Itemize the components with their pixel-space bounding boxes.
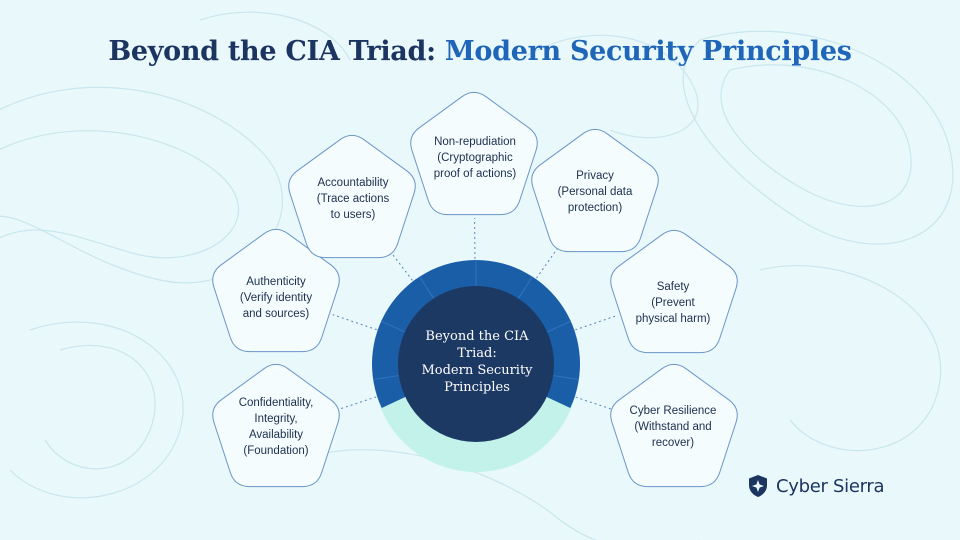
principle-line: (Personal data	[557, 186, 633, 198]
pentagon-safety	[610, 229, 738, 354]
connector-line-safety	[570, 315, 618, 332]
principle-line: Cyber Resilience	[629, 405, 717, 417]
center-label: Beyond the CIA Triad: Modern Security Pr…	[402, 328, 552, 396]
principle-label-cyber-resilience: Cyber Resilience (Withstand and recover)	[611, 403, 735, 451]
logo-text: Cyber Sierra	[776, 475, 885, 497]
principle-line: (Cryptographic	[437, 152, 513, 164]
principle-line: (Prevent	[651, 297, 695, 309]
title-main: Beyond the CIA Triad:	[108, 36, 445, 67]
connector-line-accountability	[387, 248, 416, 285]
principle-line: physical harm)	[635, 313, 711, 325]
center-line: Principles	[444, 380, 510, 395]
ring-divider	[373, 375, 399, 380]
pentagon-non-repudiation	[410, 91, 538, 216]
principle-line: Privacy	[576, 170, 614, 182]
ring-divider	[380, 320, 406, 333]
ring-divider	[546, 320, 572, 333]
ring-divider	[517, 276, 533, 299]
principle-line: (Trace actions	[316, 193, 390, 205]
principle-line: Availability	[248, 429, 304, 441]
center-line: Beyond the CIA	[425, 329, 529, 344]
principle-line: protection)	[567, 202, 623, 214]
center-circle	[398, 286, 554, 442]
ring-divider	[553, 375, 579, 380]
principle-line: to users)	[330, 209, 376, 221]
pentagon-privacy	[531, 128, 659, 253]
principle-line: recover)	[651, 437, 695, 449]
page-title: Beyond the CIA Triad: Modern Security Pr…	[0, 36, 960, 67]
principle-line: Accountability	[317, 177, 389, 189]
connector-line-authenticity	[332, 314, 382, 332]
principle-line: (Withstand and	[634, 421, 712, 433]
principle-line: Safety	[656, 281, 690, 293]
connector-line-cyber-resilience	[570, 395, 618, 412]
principle-line: (Foundation)	[243, 445, 309, 457]
principle-line: Integrity,	[254, 413, 298, 425]
principle-line: proof of actions)	[433, 168, 517, 180]
principle-label-authenticity: Authenticity (Verify identity and source…	[214, 274, 338, 322]
principle-line: Non-repudiation	[434, 136, 516, 148]
connector-line-privacy	[533, 243, 561, 283]
pentagon-accountability	[288, 134, 416, 259]
center-line: Triad:	[457, 346, 497, 361]
principle-line: Confidentiality,	[238, 397, 314, 409]
principle-label-accountability: Accountability (Trace actions to users)	[291, 175, 415, 223]
principle-label-confidentiality: Confidentiality, Integrity, Availability…	[214, 395, 338, 459]
connector-line-confidentiality	[332, 394, 382, 412]
principle-line: Authenticity	[246, 276, 306, 288]
shield-icon	[749, 475, 767, 497]
pentagon-authenticity	[212, 228, 340, 353]
ring-divider	[419, 276, 435, 299]
principle-pentagons	[212, 91, 738, 488]
principle-label-privacy: Privacy (Personal data protection)	[533, 168, 657, 216]
pentagon-cyber-resilience	[610, 363, 738, 488]
center-line: Modern Security	[421, 363, 533, 378]
principle-line: (Verify identity	[239, 292, 313, 304]
connector-lines	[332, 217, 618, 412]
title-accent: Modern Security Principles	[444, 36, 852, 67]
pentagon-confidentiality	[212, 363, 340, 488]
principle-line: and sources)	[242, 308, 310, 320]
cyber-sierra-logo: Cyber Sierra	[748, 474, 885, 498]
center-ring	[372, 259, 580, 472]
principle-label-safety: Safety (Prevent physical harm)	[611, 279, 735, 327]
ring-arc	[372, 259, 580, 408]
principle-label-non-repudiation: Non-repudiation (Cryptographic proof of …	[413, 134, 537, 182]
